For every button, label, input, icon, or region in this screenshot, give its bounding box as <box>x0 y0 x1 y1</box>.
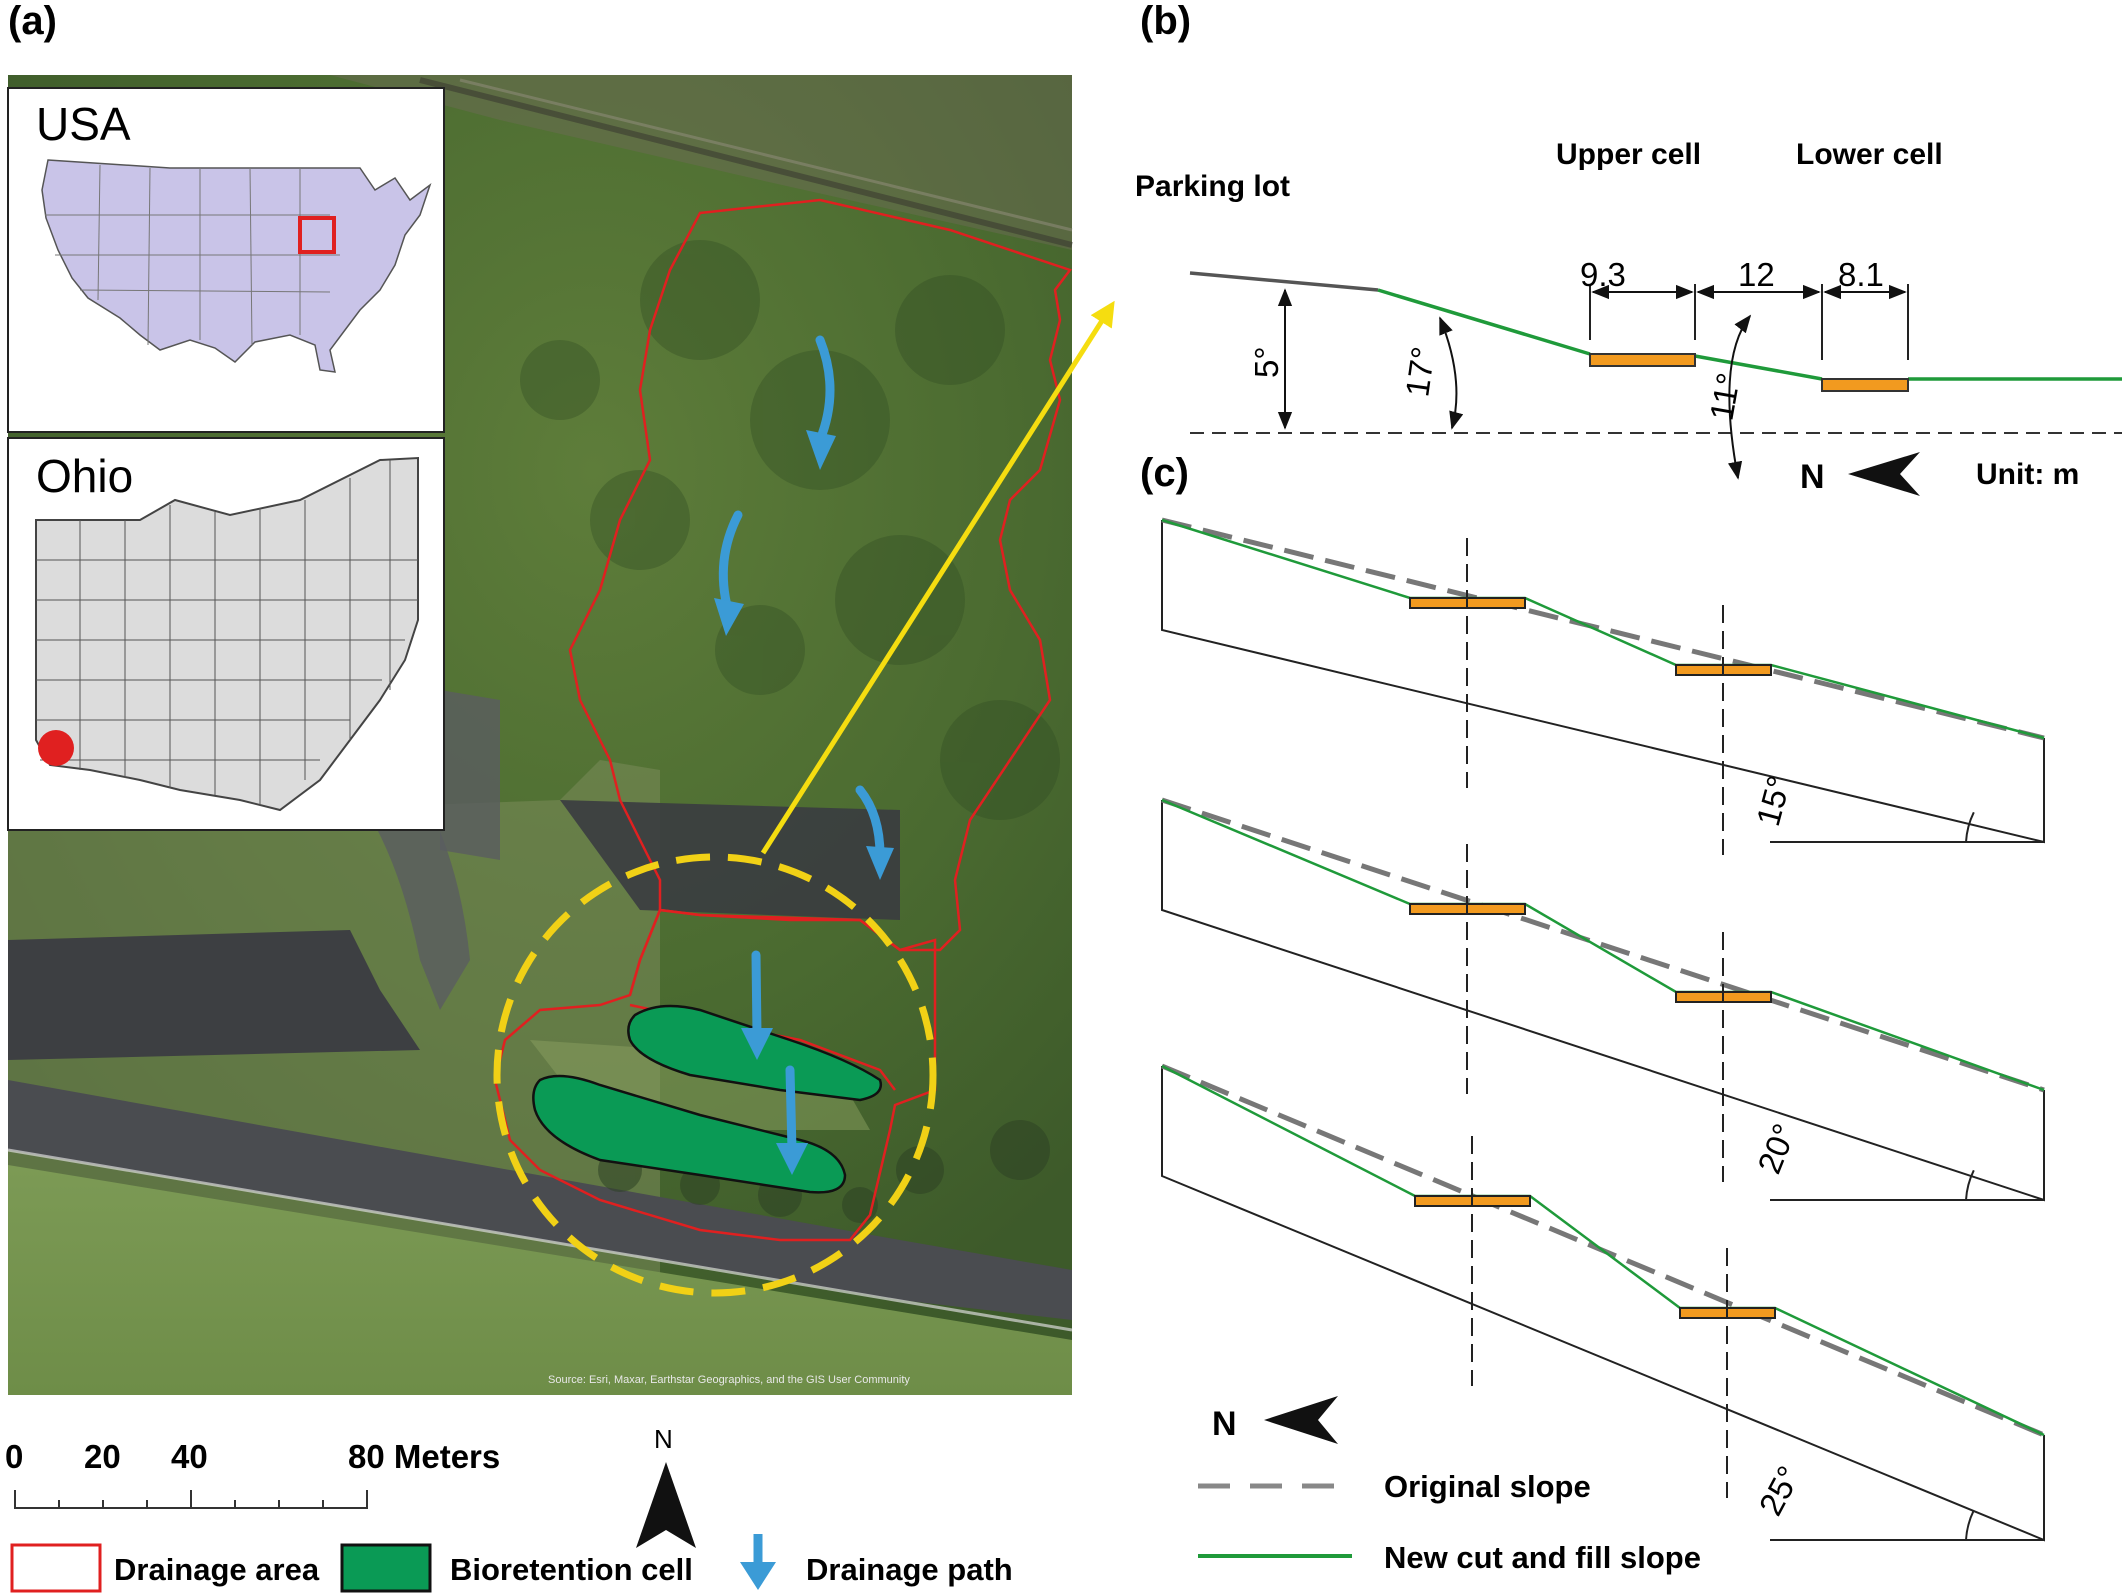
profile-c-new-2 <box>1161 798 2045 1092</box>
legend-original-slope: Original slope <box>1384 1469 1591 1504</box>
scale-tick-20: 20 <box>84 1438 121 1475</box>
site-ellipse <box>493 853 937 1297</box>
north-label-b: N <box>1800 458 1825 496</box>
angle-20: 20° <box>1750 1118 1803 1178</box>
angle-between-cells: 11° <box>1702 370 1747 423</box>
ohio-inset-title: Ohio <box>36 450 133 502</box>
scale-tick-40: 40 <box>171 1438 208 1475</box>
profile-c-outline-1 <box>1161 520 2045 844</box>
angle-parking: 5° <box>1248 346 1285 378</box>
label-parking-lot: Parking lot <box>1135 170 1290 203</box>
north-arrow-b <box>1848 452 1920 496</box>
profile-c-angle-arc-1 <box>1965 811 1975 843</box>
map-source-note: Source: Esri, Maxar, Earthstar Geographi… <box>548 1374 910 1386</box>
angle-15: 15° <box>1749 772 1798 830</box>
legend-drainage-path: Drainage path <box>806 1552 1013 1587</box>
site-location-dot <box>38 730 74 766</box>
scale-tick-0: 0 <box>5 1438 23 1475</box>
profile-c-outline-3 <box>1161 1066 2045 1542</box>
dim-lower-cell: 8.1 <box>1838 256 1884 293</box>
legend-a: Drainage area Bioretention cell Drainage… <box>10 1534 1013 1593</box>
panel-b-label: (b) <box>1140 0 1191 43</box>
scale-tick-80-meters: 80 Meters <box>348 1438 500 1475</box>
angle-upper-slope: 17° <box>1398 344 1442 399</box>
profile-c-new-1 <box>1161 518 2045 740</box>
profile-c-outline-2 <box>1161 800 2045 1202</box>
legend-new-slope: New cut and fill slope <box>1384 1540 1701 1575</box>
north-arrow-a: N <box>636 1424 696 1548</box>
profile-c-new-3 <box>1161 1064 2045 1437</box>
profile-b <box>1189 271 2122 480</box>
legend-bioretention-swatch <box>340 1543 432 1593</box>
scale-bar: 0 20 40 80 Meters <box>5 1438 500 1509</box>
ohio-inset: Ohio <box>7 437 445 831</box>
legend-bioretention-cell: Bioretention cell <box>450 1552 693 1587</box>
drainage-path-arrowheads <box>714 430 894 1175</box>
usa-inset-title: USA <box>36 98 131 150</box>
panel-c-label: (c) <box>1140 451 1189 495</box>
unit-label: Unit: m <box>1976 458 2079 491</box>
dim-upper-cell: 9.3 <box>1580 256 1626 293</box>
angle-25: 25° <box>1752 1460 1808 1521</box>
label-lower-cell: Lower cell <box>1796 138 1943 171</box>
profile-c-original-1 <box>1161 517 2045 741</box>
north-label-c: N <box>1212 1405 1237 1443</box>
profile-c-angle-arc-2 <box>1965 1169 1975 1201</box>
legend-drainage-area: Drainage area <box>114 1552 320 1587</box>
panel-a-label: (a) <box>8 0 57 43</box>
label-upper-cell: Upper cell <box>1556 138 1701 171</box>
panel-c-profiles <box>1161 517 2045 1542</box>
usa-inset: USA <box>7 87 445 433</box>
profile-c-original-2 <box>1161 797 2045 1093</box>
site-pointer-arrow <box>760 300 1115 855</box>
north-label-a: N <box>654 1424 673 1454</box>
ohio-locator-box <box>298 216 336 254</box>
profile-c-angle-arc-3 <box>1965 1509 1975 1541</box>
dim-gap: 12 <box>1738 256 1775 293</box>
legend-drainage-area-swatch <box>10 1543 102 1593</box>
north-arrow-c <box>1264 1396 1338 1444</box>
